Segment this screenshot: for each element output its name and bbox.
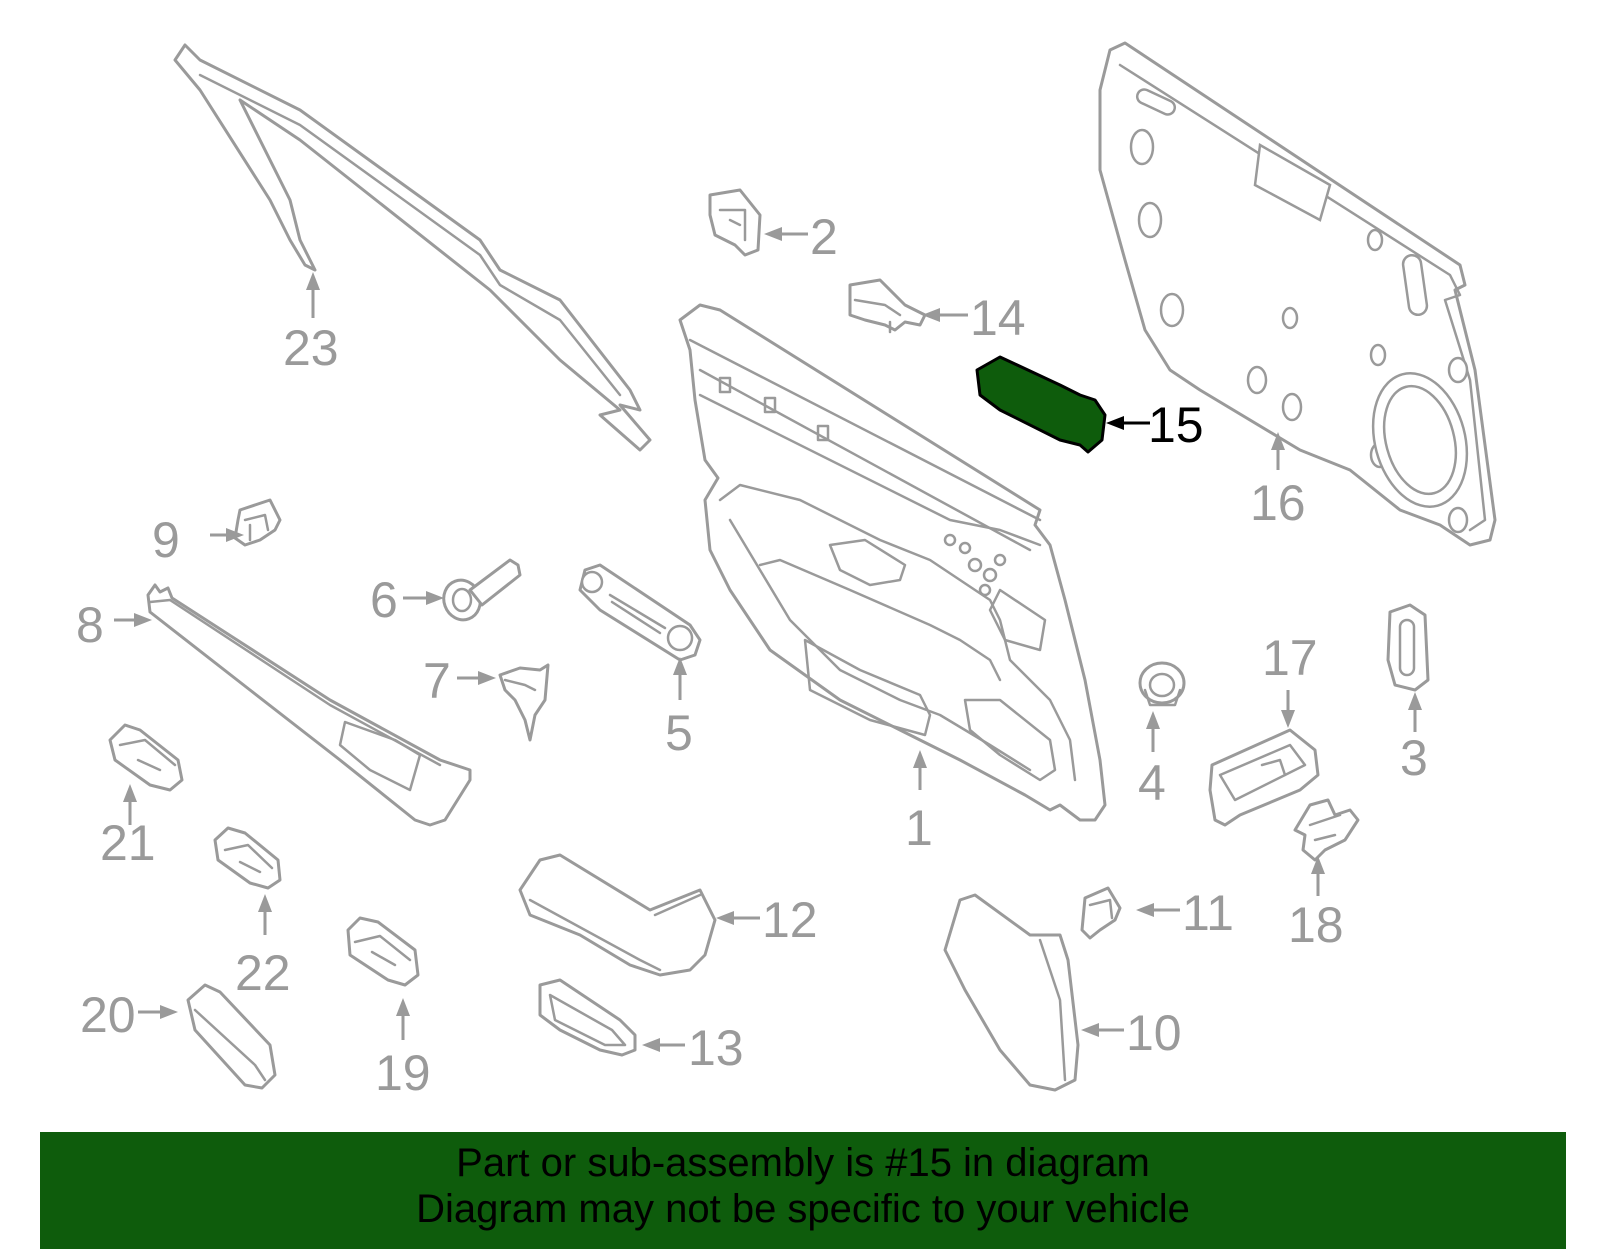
callout-5: 5 [665, 705, 693, 761]
part-4-grommet [1138, 661, 1186, 707]
callout-7: 7 [423, 653, 451, 709]
callout-23: 23 [283, 320, 339, 376]
part-15-highlighted [975, 355, 1107, 454]
callout-13: 13 [688, 1020, 744, 1076]
callout-16: 16 [1250, 475, 1306, 531]
callout-arrows [114, 227, 1422, 1052]
part-6-push-pin [442, 558, 522, 622]
part-7-clip [498, 663, 550, 742]
part-11-clip [1080, 886, 1122, 940]
part-8-lower-molding [146, 583, 472, 827]
callout-19: 19 [375, 1045, 431, 1101]
callout-14: 14 [970, 290, 1026, 346]
part-19-switch [346, 916, 420, 987]
callout-arrow-15 [1106, 416, 1150, 430]
part-12-armrest [518, 853, 717, 977]
part-20-switch [186, 983, 277, 1090]
part-13-pull-cup [538, 978, 637, 1057]
part-18-bracket [1293, 798, 1360, 862]
callout-1: 1 [905, 800, 933, 856]
callout-4: 4 [1138, 755, 1166, 811]
callout-20: 20 [80, 987, 136, 1043]
callout-11: 11 [1182, 885, 1234, 941]
part-23-molding [173, 43, 652, 452]
part-21-switch [108, 723, 184, 792]
callout-9: 9 [152, 512, 180, 568]
callout-2: 2 [810, 209, 838, 265]
callout-3: 3 [1400, 730, 1428, 786]
callout-12: 12 [762, 892, 818, 948]
part-2-clip [708, 188, 762, 257]
callout-8: 8 [76, 597, 104, 653]
callout-10: 10 [1126, 1005, 1182, 1061]
callout-6: 6 [370, 572, 398, 628]
part-22-switch [213, 826, 282, 890]
callout-17: 17 [1262, 630, 1318, 686]
part-5-handle-bracket [578, 563, 702, 662]
part-17-switch-housing [1208, 728, 1320, 827]
part-3-cap [1386, 603, 1430, 692]
callout-22: 22 [235, 945, 291, 1001]
part-1-door-trim-panel [678, 303, 1107, 822]
callout-18: 18 [1288, 897, 1344, 953]
part-9-clip [233, 498, 282, 547]
part-10-cover [943, 893, 1080, 1092]
part-16-backing-panel [1098, 41, 1497, 547]
banner-line-1: Part or sub-assembly is #15 in diagram [456, 1141, 1150, 1185]
callout-21: 21 [100, 815, 156, 871]
part-14-bracket [848, 278, 927, 334]
banner-line-2: Diagram may not be specific to your vehi… [416, 1187, 1190, 1231]
info-banner: Part or sub-assembly is #15 in diagram D… [40, 1132, 1566, 1249]
callout-15: 15 [1148, 397, 1204, 453]
